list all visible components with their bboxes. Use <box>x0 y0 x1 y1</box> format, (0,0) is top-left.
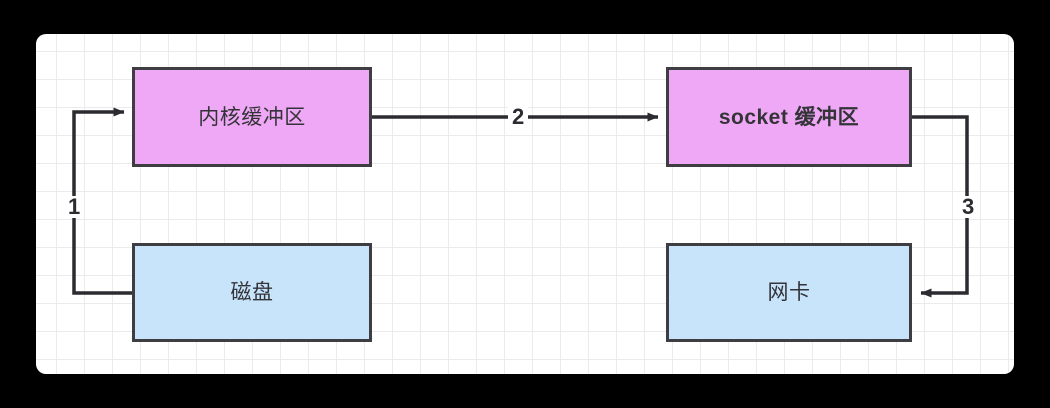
edge-label-3: 3 <box>958 196 979 218</box>
edge-label-2: 2 <box>508 106 529 128</box>
node-socket-buffer-label: socket 缓冲区 <box>718 105 860 129</box>
node-disk[interactable]: 磁盘 <box>132 243 372 342</box>
node-kernel-buffer[interactable]: 内核缓冲区 <box>132 67 372 167</box>
node-disk-label: 磁盘 <box>230 281 274 304</box>
node-nic-label: 网卡 <box>767 281 811 304</box>
edge-label-1: 1 <box>64 196 85 218</box>
node-nic[interactable]: 网卡 <box>666 243 912 342</box>
node-kernel-buffer-label: 内核缓冲区 <box>198 105 306 129</box>
node-socket-buffer[interactable]: socket 缓冲区 <box>666 67 912 167</box>
